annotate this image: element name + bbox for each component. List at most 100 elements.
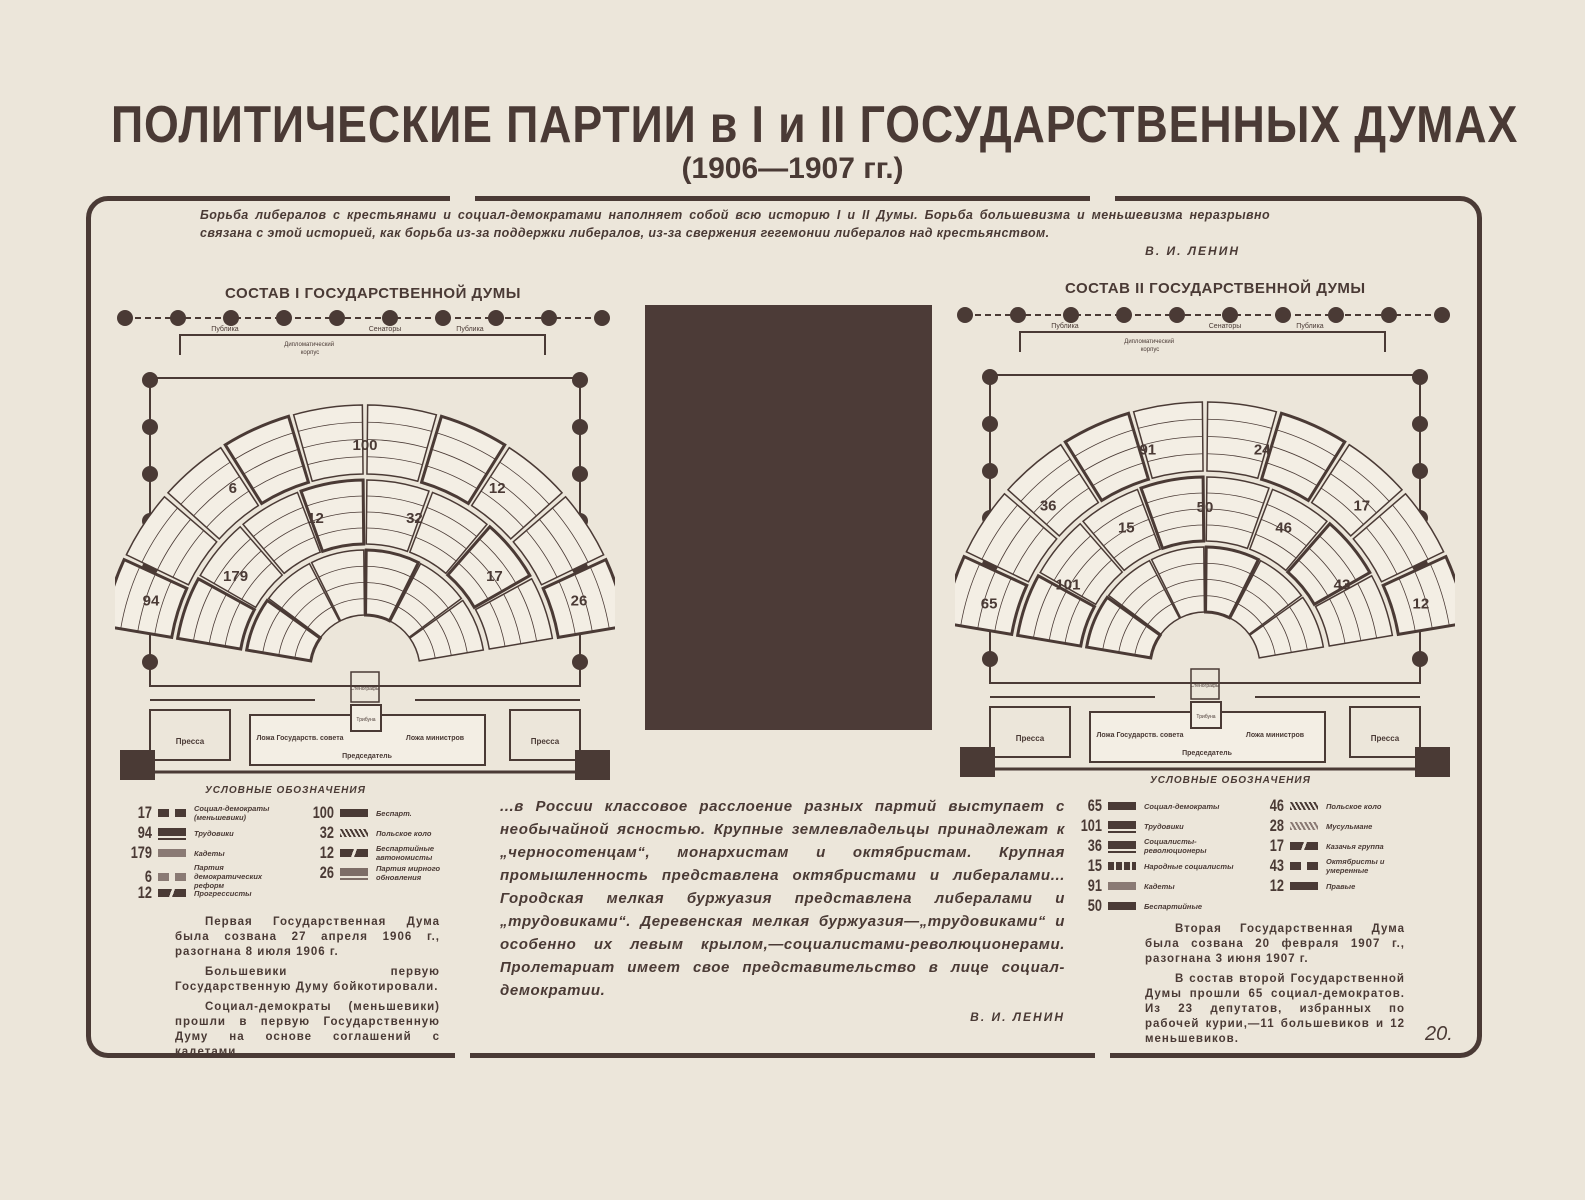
duma1-heading: СОСТАВ I ГОСУДАРСТВЕННОЙ ДУМЫ bbox=[225, 285, 521, 302]
seat-row bbox=[224, 601, 241, 647]
legend-label: Беспартийные bbox=[1144, 901, 1203, 911]
legend-count: 17 bbox=[1269, 836, 1284, 855]
seat-row bbox=[367, 439, 428, 449]
duma2-heading: СОСТАВ II ГОСУДАРСТВЕННОЙ ДУМЫ bbox=[1065, 280, 1366, 297]
legend-label: Социал-демократы (меньшевики) bbox=[194, 804, 270, 822]
legend-swatch bbox=[158, 889, 186, 897]
seat-row bbox=[367, 421, 432, 432]
seat-row bbox=[1398, 577, 1416, 632]
seat-row bbox=[307, 606, 333, 628]
seat-row bbox=[574, 573, 593, 632]
label-stenographers: Стенографы bbox=[350, 686, 380, 692]
seat-row bbox=[539, 519, 573, 570]
seat-sector bbox=[965, 492, 1058, 583]
seat-row bbox=[325, 582, 365, 593]
pedestal bbox=[120, 750, 155, 780]
column-icon bbox=[276, 310, 292, 326]
seat-row bbox=[1012, 527, 1044, 575]
seat-row bbox=[1289, 606, 1308, 650]
seat-row bbox=[333, 598, 365, 607]
column-icon bbox=[1275, 307, 1291, 323]
seat-row bbox=[960, 563, 981, 626]
seat-row bbox=[1138, 418, 1203, 429]
seat-row bbox=[1146, 492, 1204, 504]
duma1-note-para: Социал-демократы (меньшевики) прошли в п… bbox=[175, 1001, 440, 1058]
label-tribune: Трибуна bbox=[1196, 714, 1215, 720]
seat-count-label: 36 bbox=[1040, 498, 1057, 515]
seat-count-label: 6 bbox=[229, 480, 237, 497]
seat-row bbox=[278, 619, 295, 656]
label-chairman: Председатель bbox=[1182, 750, 1232, 757]
column-icon bbox=[1412, 416, 1428, 432]
column-icon bbox=[1434, 307, 1450, 323]
label-senators: Сенаторы bbox=[369, 326, 402, 333]
seat-row bbox=[526, 530, 558, 578]
seat-sector bbox=[1132, 401, 1204, 480]
seat-row bbox=[1329, 598, 1346, 644]
seat-row bbox=[412, 577, 449, 609]
seat-sector bbox=[1248, 596, 1325, 659]
seat-sector bbox=[408, 599, 485, 662]
legend-swatch bbox=[1108, 882, 1136, 890]
legend-count: 101 bbox=[1080, 816, 1102, 835]
seat-sector bbox=[1352, 492, 1445, 583]
label-senators: Сенаторы bbox=[1209, 323, 1242, 330]
seat-count-label: 17 bbox=[486, 568, 503, 585]
legend-label: Правые bbox=[1326, 881, 1356, 891]
seat-row bbox=[154, 580, 172, 635]
seat-row bbox=[1206, 492, 1264, 504]
seat-row bbox=[366, 495, 424, 507]
seat-row bbox=[180, 461, 231, 505]
seat-row bbox=[1147, 453, 1203, 463]
seat-row bbox=[1053, 535, 1091, 581]
seat-row bbox=[1151, 508, 1204, 519]
seat-sector bbox=[199, 525, 284, 609]
label-public: Публика bbox=[211, 325, 239, 333]
top-quote-text: Борьба либералов с крестьянами и социал-… bbox=[200, 208, 1270, 240]
label-press: Пресса bbox=[1016, 734, 1045, 743]
seat-row bbox=[1033, 583, 1053, 639]
seat-row bbox=[366, 565, 412, 578]
tribune bbox=[350, 704, 382, 732]
seat-row bbox=[1165, 579, 1205, 590]
seat-sector bbox=[244, 598, 323, 663]
legend-label: Партия мирного обновления bbox=[376, 864, 441, 882]
seat-count-label: 32 bbox=[406, 510, 423, 527]
seat-row bbox=[1207, 418, 1272, 429]
label-council-box: Ложа Государств. совета bbox=[1096, 732, 1183, 739]
frame-gap bbox=[1090, 192, 1115, 204]
legend-count: 179 bbox=[130, 843, 152, 862]
seat-row bbox=[157, 519, 191, 570]
seat-row bbox=[517, 586, 537, 642]
label-tribune: Трибуна bbox=[356, 717, 375, 723]
seat-sector bbox=[1310, 443, 1404, 537]
seat-count-label: 12 bbox=[307, 510, 324, 527]
seat-sector bbox=[1150, 546, 1206, 619]
seat-sector bbox=[1204, 545, 1261, 620]
legend-label: Беспартийные автономисты bbox=[376, 844, 435, 862]
seat-row bbox=[307, 456, 363, 466]
seat-row bbox=[1320, 487, 1364, 525]
seat-sector bbox=[292, 404, 364, 483]
seat-row bbox=[1266, 503, 1317, 534]
duma2-legend-title: УСЛОВНЫЕ ОБОЗНАЧЕНИЯ bbox=[1150, 775, 1311, 786]
legend-count: 36 bbox=[1087, 836, 1102, 855]
column-icon bbox=[142, 654, 158, 670]
legend-count: 6 bbox=[144, 866, 152, 886]
seat-row bbox=[193, 586, 213, 642]
column-icon bbox=[572, 372, 588, 388]
seat-row bbox=[977, 570, 996, 629]
seat-row bbox=[1392, 504, 1429, 560]
column-icon bbox=[982, 463, 998, 479]
seat-row bbox=[227, 550, 262, 592]
seat-sector bbox=[1081, 488, 1162, 572]
seat-row bbox=[1134, 589, 1165, 616]
seat-row bbox=[1093, 503, 1144, 534]
seat-row bbox=[1275, 616, 1292, 653]
legend-count: 94 bbox=[137, 823, 152, 842]
seat-count-label: 91 bbox=[1139, 441, 1156, 458]
